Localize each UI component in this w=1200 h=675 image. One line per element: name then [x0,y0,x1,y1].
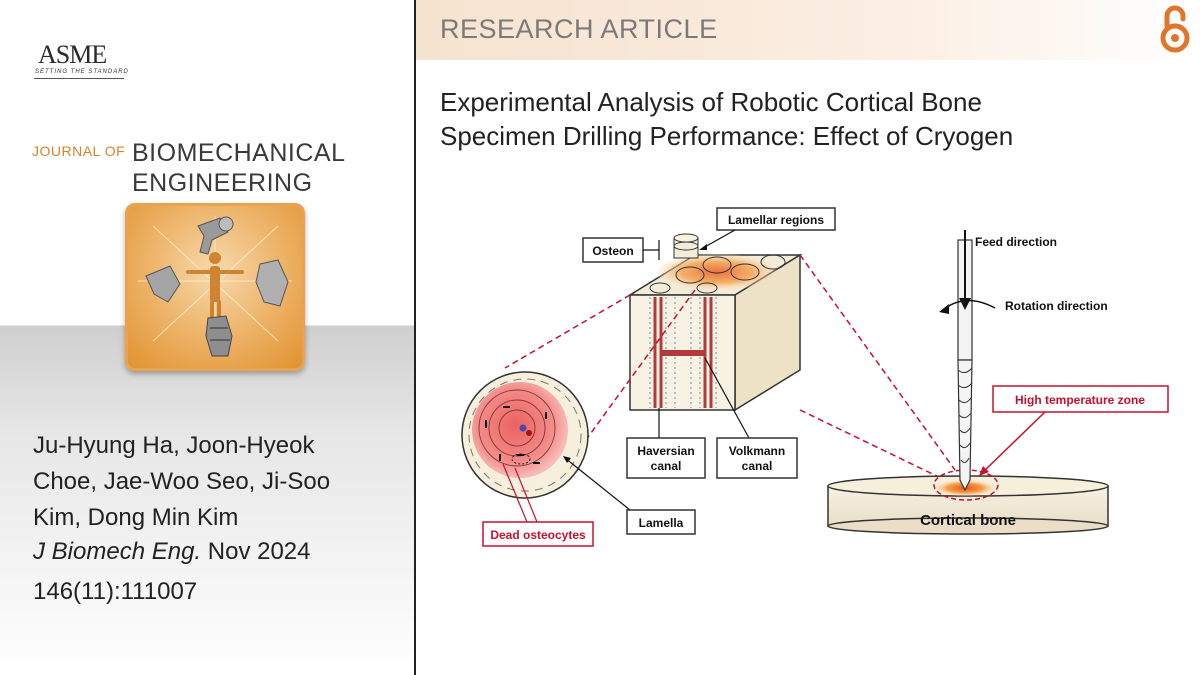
label-box-lamella [626,509,696,535]
citation-volume: 146(11):111007 [33,578,198,605]
label-box-lamellar-regions [716,207,836,231]
journal-name-line1: BIOMECHANICAL [132,139,346,167]
cover-artwork [138,216,292,357]
label-volkmann-line1: Volkmann [729,444,785,458]
label-lamella: Lamella [639,516,684,530]
label-box-osteon [582,237,644,263]
label-haversian-line1: Haversian [637,444,694,458]
label-box-high-temperature-zone [992,385,1169,413]
label-dead-osteocytes: Dead osteocytes [490,528,586,542]
journal-prefix: JOURNAL OF [32,143,126,159]
osteon-stack [673,233,699,259]
label-high-temperature-zone: High temperature zone [1015,393,1145,407]
label-osteon: Osteon [592,244,633,258]
osteon-cross-section [461,371,589,499]
article-title-line2: Specimen Drilling Performance: Effect of… [440,121,1014,151]
spine-implant-icon [205,315,233,357]
label-box-haversian [626,437,706,479]
journal-abbreviation: J Biomech Eng. [33,538,202,565]
open-access-lock-icon [1160,5,1190,53]
bone-block [627,233,803,412]
journal-cover-image [125,203,305,371]
graphical-abstract-figure: Lamellar regions Osteon Haversian canal … [455,200,1195,555]
bone-drilling-diagram: Lamellar regions Osteon Haversian canal … [461,207,1169,547]
hand-prosthesis-icon [255,259,289,307]
asme-underline [34,78,124,79]
asme-tagline: SETTING THE STANDARD [35,69,129,75]
label-feed-direction: Feed direction [975,235,1057,249]
author-list: Ju-Hyung Ha, Joon-Hyeok Choe, Jae-Woo Se… [33,432,331,531]
journal-name-line2: ENGINEERING [132,169,313,197]
hip-implant-icon [197,216,234,255]
label-lamellar-regions: Lamellar regions [728,213,824,227]
article-type-banner [416,0,1200,60]
label-rotation-direction: Rotation direction [1005,299,1108,313]
publication-date: Nov 2024 [207,538,311,565]
citation-journal-date: J Biomech Eng. Nov 2024 [33,538,311,566]
label-box-dead-osteocytes [482,521,594,547]
asme-logo-text: ASME [38,40,107,69]
article-type-label: RESEARCH ARTICLE [440,14,718,44]
panel-divider [414,0,416,675]
cortical-bone-disk [827,469,1109,535]
label-cortical-bone: Cortical bone [920,512,1016,529]
knee-implant-icon [145,265,181,303]
asme-logo: ASME SETTING THE STANDARD [30,36,130,82]
label-box-volkmann [716,437,798,479]
label-haversian-line2: canal [651,459,682,473]
drill-bit [957,239,973,492]
label-volkmann-line2: canal [742,459,773,473]
article-title-line1: Experimental Analysis of Robotic Cortica… [440,87,982,117]
lamellar-heat-spots [649,254,786,294]
